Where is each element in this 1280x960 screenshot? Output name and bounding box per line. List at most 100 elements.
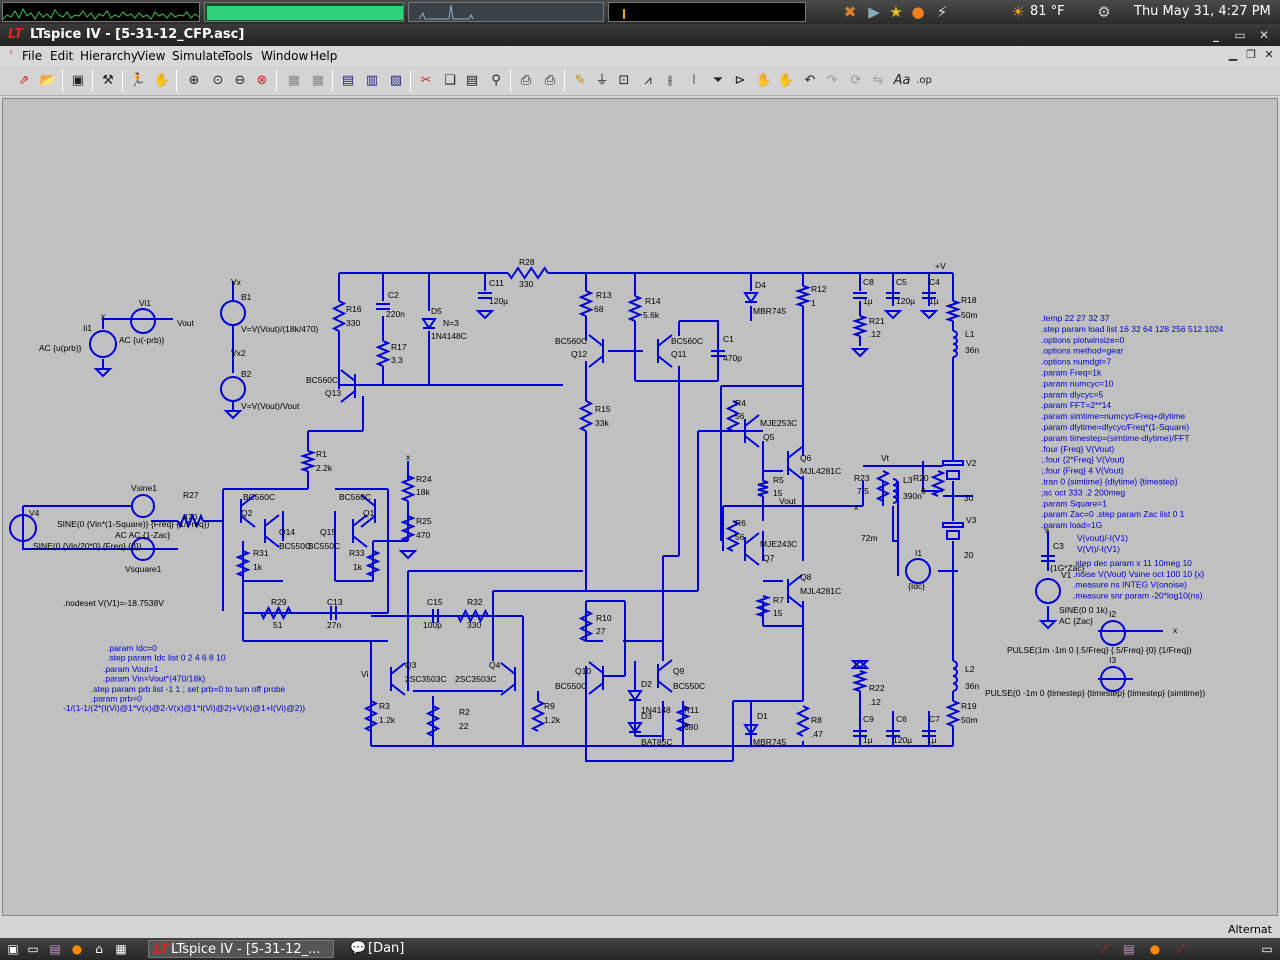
component-label-i2[interactable]: I2: [1109, 609, 1116, 619]
component-label-r8[interactable]: R8: [811, 715, 822, 725]
inductor-icon[interactable]: ⦚: [692, 73, 696, 88]
component-label-c1v[interactable]: 470p: [723, 353, 742, 363]
menu-hierarchy[interactable]: Hierarchy: [80, 49, 139, 63]
component-label-r9v[interactable]: 1.2k: [544, 715, 561, 725]
component-label-r18v[interactable]: 50m: [961, 310, 978, 320]
diode-symbol[interactable]: [627, 690, 643, 702]
component-label-c8v[interactable]: 1µ: [863, 296, 873, 306]
spice-directive[interactable]: .temp 22 27 32 37: [1041, 313, 1110, 323]
component-label-c7[interactable]: C7: [929, 714, 940, 724]
transistor-symbol[interactable]: [588, 355, 604, 368]
component-label-r27v[interactable]: 470: [183, 512, 197, 522]
component-label-i3[interactable]: I3: [1109, 655, 1116, 665]
component-label-r24[interactable]: R24: [416, 474, 432, 484]
transistor-symbol[interactable]: [657, 659, 673, 672]
resistor-symbol[interactable]: [530, 700, 546, 732]
component-label-l1v[interactable]: 36n: [965, 345, 979, 355]
component-label-l1[interactable]: L1: [965, 329, 975, 339]
play-icon[interactable]: ▶: [868, 3, 880, 21]
component-label-sine2[interactable]: SINE(0 {Vin/20*0} {Freq} {0}): [33, 541, 142, 551]
resistor-symbol[interactable]: [851, 670, 869, 692]
resistor-symbol[interactable]: [425, 705, 441, 737]
component-label-vsquare1[interactable]: Vsquare1: [125, 564, 162, 574]
resistor-symbol[interactable]: [457, 608, 489, 624]
component-label-r19[interactable]: R19: [961, 701, 977, 711]
find-icon[interactable]: ⚲: [491, 73, 501, 88]
component-label-r20[interactable]: R20: [913, 473, 929, 483]
firefox-tray-icon[interactable]: ●: [1149, 942, 1161, 956]
component-label-r9[interactable]: R9: [544, 701, 555, 711]
component-label-c13[interactable]: C13: [327, 597, 343, 607]
component-label-r16[interactable]: R16: [346, 304, 362, 314]
component-label-ii1[interactable]: Ii1: [83, 323, 92, 333]
diode-symbol[interactable]: [627, 722, 643, 734]
battery-symbol[interactable]: [942, 460, 964, 466]
resistor-symbol[interactable]: [795, 705, 811, 737]
component-label-r25[interactable]: R25: [416, 516, 432, 526]
resistor-symbol[interactable]: [400, 515, 416, 542]
component-label-vt[interactable]: Vt: [881, 453, 890, 463]
component-label-r16v[interactable]: 330: [346, 318, 360, 328]
resistor-icon[interactable]: ⩘: [644, 73, 652, 88]
lightning-icon[interactable]: ⚡: [936, 3, 948, 21]
task-pidgin[interactable]: 💬 [Dan]: [346, 940, 466, 958]
ground-icon[interactable]: ⏚: [595, 73, 609, 88]
component-label-vp[interactable]: +V: [935, 261, 946, 271]
component-label-q13[interactable]: Q13: [325, 388, 341, 398]
component-label-q14v[interactable]: BC550C: [279, 541, 311, 551]
source-symbol[interactable]: [220, 376, 246, 402]
component-label-r12v[interactable]: 1: [811, 298, 816, 308]
component-label-d4v[interactable]: MBR745: [753, 306, 786, 316]
weather-icon[interactable]: ☀: [1011, 3, 1025, 21]
component-label-c9v[interactable]: 1µ: [863, 735, 873, 745]
resistor-symbol[interactable]: [945, 700, 961, 727]
component-label-r7v[interactable]: 15: [773, 608, 783, 618]
component-label-r5v[interactable]: 15: [773, 488, 783, 498]
component-label-vi[interactable]: Vi: [361, 669, 369, 679]
resistor-symbol[interactable]: [675, 705, 691, 732]
resistor-symbol[interactable]: [754, 595, 772, 617]
ground-symbol[interactable]: [919, 310, 939, 320]
component-label-q7[interactable]: Q7: [763, 553, 775, 563]
ground-symbol[interactable]: [883, 310, 903, 320]
cascade-icon[interactable]: ▧: [389, 73, 403, 88]
task-ltspice[interactable]: LT LTspice IV - [5-31-12_...: [148, 940, 334, 958]
component-label-q12v[interactable]: BC560C: [555, 336, 587, 346]
rotate-icon[interactable]: ⟳: [850, 73, 862, 88]
component-label-r6v[interactable]: 56: [735, 532, 745, 542]
ground-symbol[interactable]: [398, 550, 418, 560]
component-label-r23[interactable]: R23: [854, 473, 870, 483]
spice-directive[interactable]: .param Idc=0: [107, 643, 157, 653]
component-label-q3[interactable]: Q3: [405, 660, 417, 670]
component-label-r32v[interactable]: 330: [467, 620, 481, 630]
spice-directive[interactable]: .param Square=1: [1041, 498, 1107, 508]
minimize-button[interactable]: _: [1213, 28, 1219, 42]
resistor-symbol[interactable]: [944, 300, 962, 322]
component-label-vout2[interactable]: Vout: [779, 496, 797, 506]
component-label-nodeset[interactable]: .nodeset V(V1)=-18.7538V: [63, 598, 164, 608]
spice-directive-icon[interactable]: .op: [916, 75, 932, 86]
component-label-r12[interactable]: R12: [811, 284, 827, 294]
component-label-c4[interactable]: C4: [929, 277, 940, 287]
component-label-r10[interactable]: R10: [596, 613, 612, 623]
schematic-drawing[interactable]: R28330C11120µR16330C2220nD5N=31N4148CR17…: [3, 99, 1277, 915]
component-label-v1v2[interactable]: AC {Zac}: [1059, 616, 1093, 626]
grid-icon[interactable]: ▦: [311, 73, 325, 88]
mdi-minimize-button[interactable]: ▁: [1228, 48, 1238, 61]
transistor-symbol[interactable]: [787, 574, 803, 587]
component-label-r17v[interactable]: 3.3: [391, 355, 403, 365]
component-label-q6[interactable]: Q6: [800, 453, 812, 463]
spice-directive[interactable]: .step param prb list -1 1 ; set prb=0 to…: [91, 684, 286, 694]
component-label-x3[interactable]: x: [406, 452, 411, 462]
component-label-c6[interactable]: C6: [896, 714, 907, 724]
transistor-symbol[interactable]: [390, 683, 406, 696]
inductor-symbol[interactable]: [952, 330, 958, 358]
component-label-l2[interactable]: L2: [965, 664, 975, 674]
component-label-q14[interactable]: Q14: [279, 527, 295, 537]
firefox-icon[interactable]: ●: [71, 942, 83, 956]
component-label-c9[interactable]: C9: [863, 714, 874, 724]
resistor-symbol[interactable]: [578, 400, 594, 432]
transistor-symbol[interactable]: [588, 334, 604, 347]
source-symbol[interactable]: [905, 558, 931, 584]
transistor-symbol[interactable]: [657, 355, 673, 368]
